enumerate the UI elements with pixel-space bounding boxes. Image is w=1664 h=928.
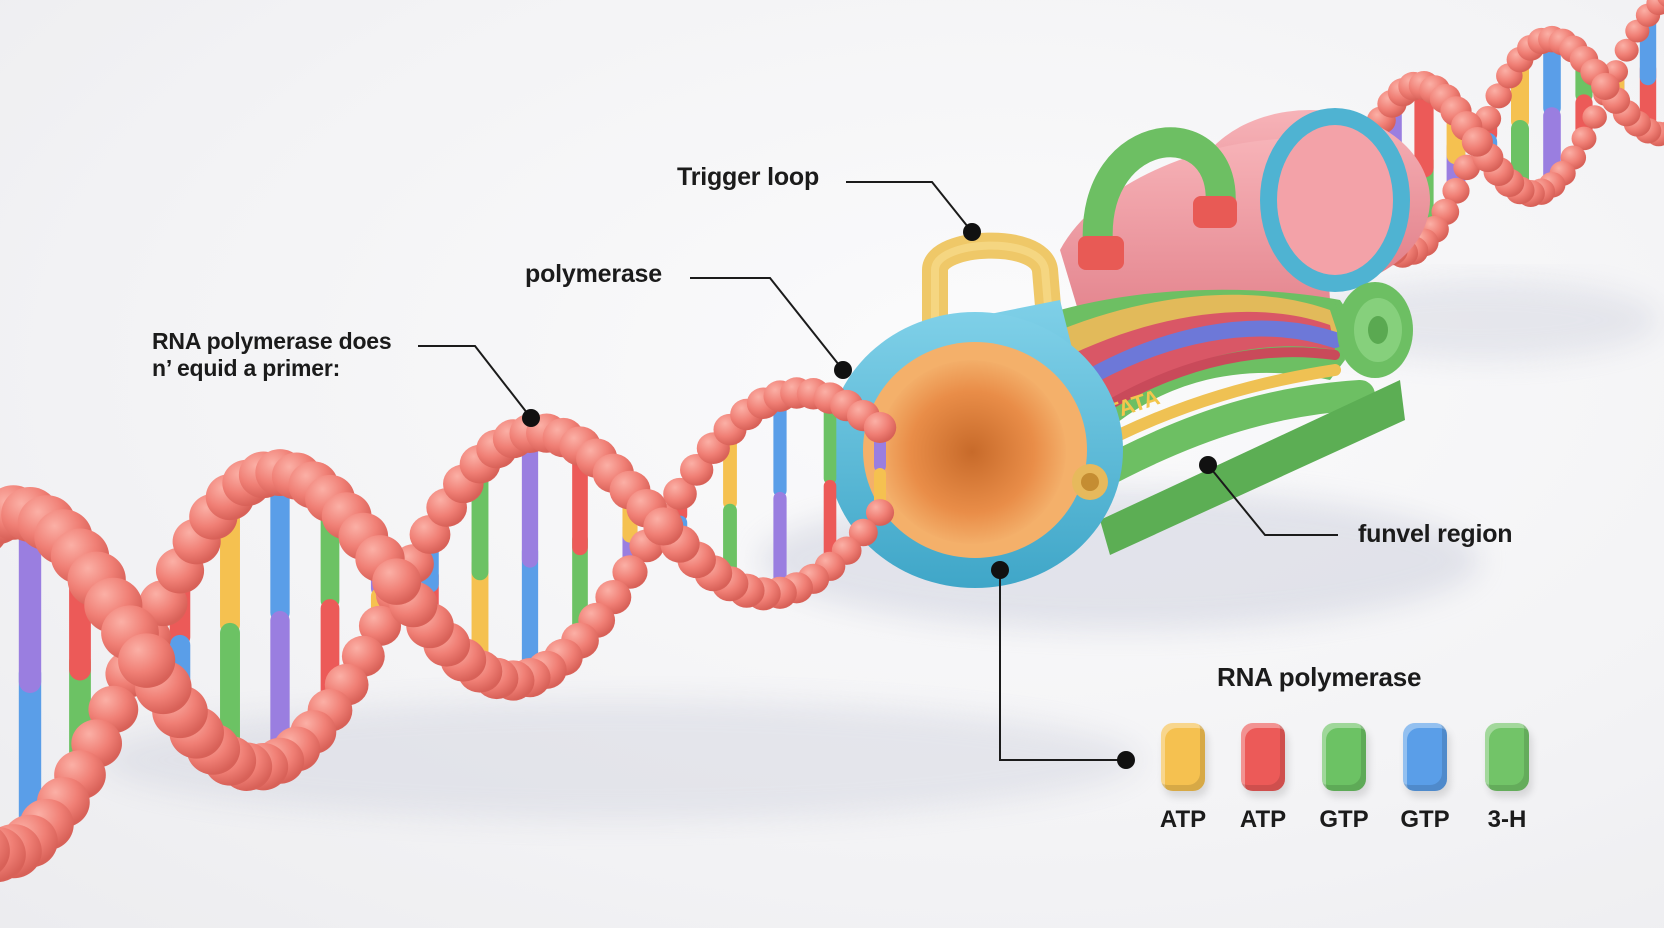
primer-note-label: RNA polymerase does n’ equid a primer:: [152, 328, 392, 382]
legend-swatch-3: [1322, 723, 1366, 791]
legend-label-5: 3-H: [1487, 806, 1527, 833]
trigger-loop-label: Trigger loop: [677, 163, 820, 191]
backbone-bead: [372, 558, 422, 605]
backbone-bead: [1646, 0, 1664, 16]
backbone-bead: [1485, 83, 1512, 109]
primer-note-line-2: n’ equid a primer:: [152, 355, 341, 381]
backbone-bead: [358, 605, 402, 646]
backbone-bead: [865, 499, 895, 526]
leader-dots: [522, 223, 1217, 769]
legend-swatch-4: [1403, 723, 1447, 791]
legend-swatch-5: [1485, 723, 1529, 791]
legend-label-2: ATP: [1239, 806, 1287, 833]
trigger-loop-handle: [922, 232, 1063, 343]
polymerase-label: polymerase: [525, 260, 662, 288]
backbone-bead: [612, 555, 648, 589]
legend-swatch-1: [1161, 723, 1205, 791]
channel-strands: [1040, 282, 1413, 555]
backbone-bead: [1571, 126, 1597, 151]
backbone-bead: [848, 518, 878, 547]
backbone-bead: [663, 477, 697, 510]
backbone-bead: [1461, 127, 1493, 157]
legend-label-3: GTP: [1319, 806, 1369, 833]
rear-loop: [1078, 127, 1237, 270]
primer-note-line-1: RNA polymerase does: [152, 328, 392, 354]
backbone-bead: [1582, 105, 1607, 129]
backbone-bead: [643, 507, 684, 546]
leader-lines: [418, 181, 1338, 761]
backbone-bead: [1657, 0, 1664, 7]
legend-label-4: GTP: [1400, 806, 1450, 833]
legend-title: RNA polymerase: [1217, 662, 1422, 692]
backbone-bead: [680, 453, 714, 486]
dna-helix-main: [0, 377, 897, 883]
backbone-bead: [863, 412, 897, 443]
funnel-region-label: funvel region: [1358, 520, 1513, 548]
backbone-bead: [0, 829, 10, 872]
backbone-bead: [1591, 72, 1620, 100]
backbone-bead: [1442, 177, 1470, 204]
backbone-bead: [1614, 38, 1639, 62]
enzyme-front-body: [827, 300, 1123, 588]
backbone-bead: [118, 633, 176, 688]
legend-swatch-2: [1241, 723, 1285, 791]
legend-label-1: ATP: [1159, 806, 1207, 833]
